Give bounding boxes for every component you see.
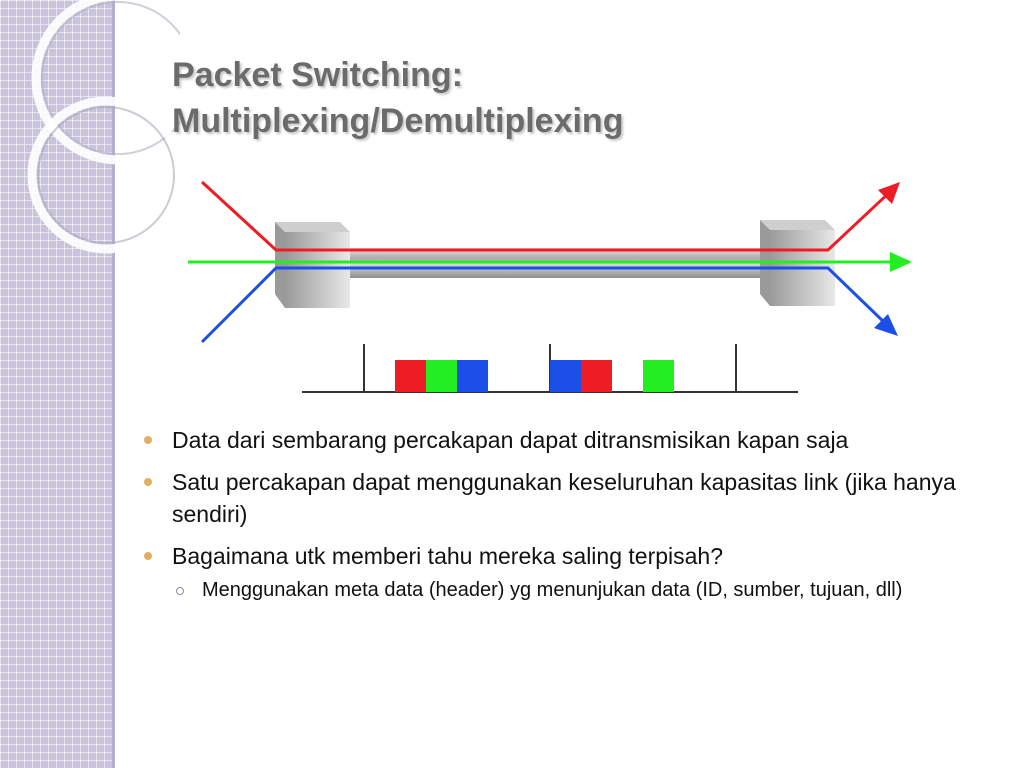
flow-red xyxy=(200,180,900,252)
packet-blue-2 xyxy=(550,360,581,392)
packet-red-1 xyxy=(395,360,426,392)
bullet-text: Data dari sembarang percakapan dapat dit… xyxy=(172,427,849,453)
bullet-item: Data dari sembarang percakapan dapat dit… xyxy=(140,424,990,456)
packet-blue-1 xyxy=(457,360,488,392)
ring-upper xyxy=(31,0,180,165)
packet-timeline xyxy=(302,344,798,393)
multiplexing-diagram xyxy=(188,180,912,393)
bullet-dot-icon xyxy=(144,478,152,486)
decorative-rings xyxy=(27,0,180,254)
slide-title: Packet Switching: Multiplexing/Demultipl… xyxy=(172,52,992,144)
bullet-list: Data dari sembarang percakapan dapat dit… xyxy=(140,424,990,615)
packet-red-2 xyxy=(581,360,612,392)
multiplexer-left xyxy=(275,222,350,308)
sub-bullet-item: Menggunakan meta data (header) yg menunj… xyxy=(172,576,990,605)
sub-bullet-list: Menggunakan meta data (header) yg menunj… xyxy=(172,576,990,605)
bullet-text: Satu percakapan dapat menggunakan keselu… xyxy=(172,469,956,527)
packet-green-1 xyxy=(426,360,457,392)
ring-upper-shade xyxy=(41,1,180,155)
packet-green-2 xyxy=(643,360,674,392)
ring-lower xyxy=(27,96,180,254)
flow-green xyxy=(188,252,912,272)
title-line-1: Packet Switching: xyxy=(172,56,463,94)
ring-lower-shade xyxy=(37,106,175,244)
bullet-dot-icon xyxy=(144,552,152,560)
bullet-item: Bagaimana utk memberi tahu mereka saling… xyxy=(140,540,990,605)
bullet-text: Bagaimana utk memberi tahu mereka saling… xyxy=(172,543,724,569)
sidebar-edge xyxy=(112,0,115,768)
hollow-circle-icon xyxy=(176,587,184,595)
title-line-2: Multiplexing/Demultiplexing xyxy=(172,102,624,140)
sub-bullet-text: Menggunakan meta data (header) yg menunj… xyxy=(202,579,903,601)
bullet-item: Satu percakapan dapat menggunakan keselu… xyxy=(140,466,990,530)
flow-blue xyxy=(200,266,898,344)
bullet-dot-icon xyxy=(144,436,152,444)
